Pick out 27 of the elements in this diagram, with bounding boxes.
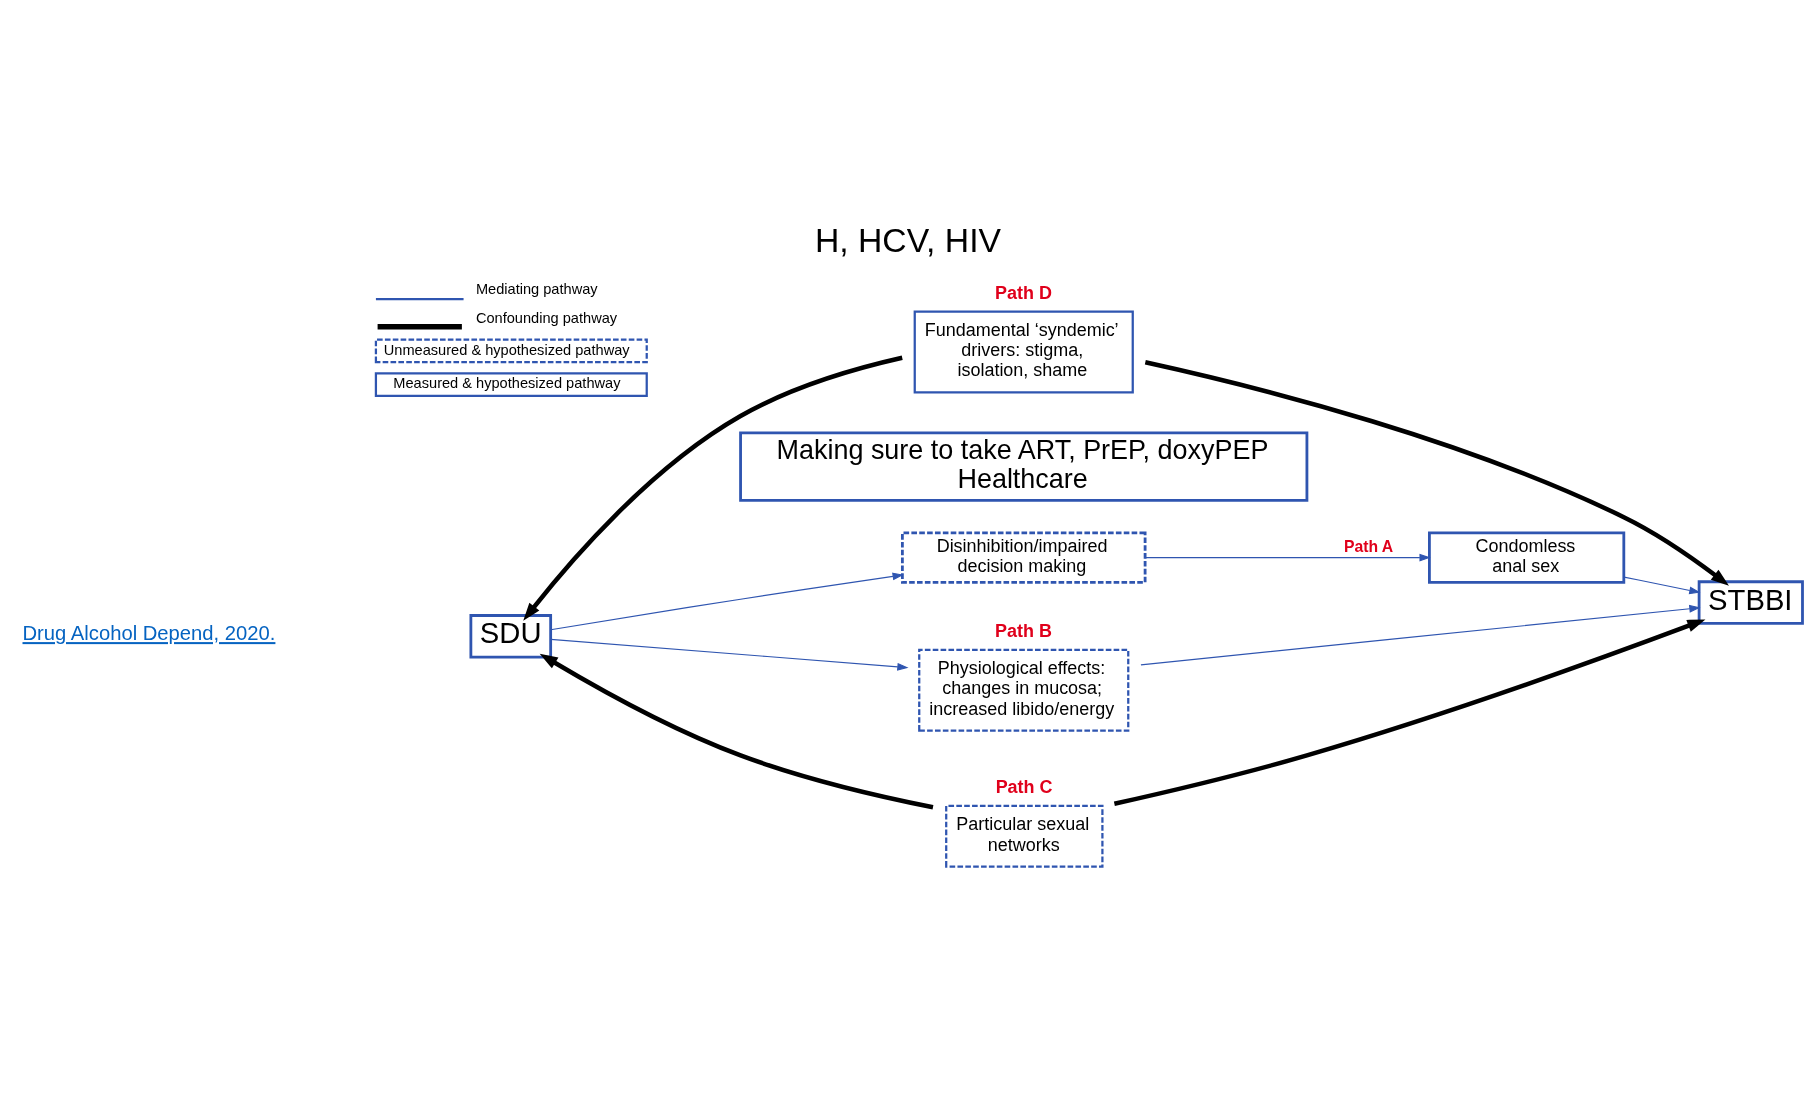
node-box: SDU bbox=[468, 613, 552, 658]
node-box: Particular sexual networks bbox=[944, 804, 1104, 868]
node-label: Path D bbox=[994, 282, 1052, 303]
diagram-title: H, HCV, HIV bbox=[814, 220, 1001, 259]
node-box: Disinhibition/impaired decision making bbox=[900, 531, 1146, 584]
arrow bbox=[1139, 604, 1701, 665]
label: Drug Alcohol Depend, 2020. bbox=[22, 621, 275, 644]
legend-label: Mediating pathway bbox=[475, 280, 598, 297]
node-box: Physiological effects: changes in mucosa; increased libido/energy bbox=[917, 648, 1129, 732]
arrow bbox=[1623, 576, 1700, 594]
arrow bbox=[1144, 553, 1431, 562]
node-box: STBBI bbox=[1697, 579, 1804, 625]
arrow bbox=[1113, 618, 1705, 806]
arrow bbox=[522, 355, 903, 621]
arrow bbox=[1144, 359, 1729, 586]
node-label: Path C bbox=[995, 776, 1053, 797]
legend-label: Measured & hypothesized pathway bbox=[392, 374, 620, 391]
legend-label: Unmeasured & hypothesized pathway bbox=[383, 341, 630, 358]
arrow bbox=[539, 653, 933, 809]
node-box: Fundamental ‘syndemic’ drivers: stigma, isolation, shame bbox=[913, 309, 1134, 394]
node-box: Condomless anal sex bbox=[1427, 531, 1625, 584]
arrow bbox=[549, 638, 909, 671]
node-box: Making sure to take ART, PrEP, doxyPEP Healthcare bbox=[738, 430, 1308, 502]
edge-label: Path A bbox=[1343, 537, 1393, 555]
arrow bbox=[549, 572, 904, 630]
legend-label: Confounding pathway bbox=[475, 309, 617, 326]
node-label: Path B bbox=[994, 620, 1052, 641]
